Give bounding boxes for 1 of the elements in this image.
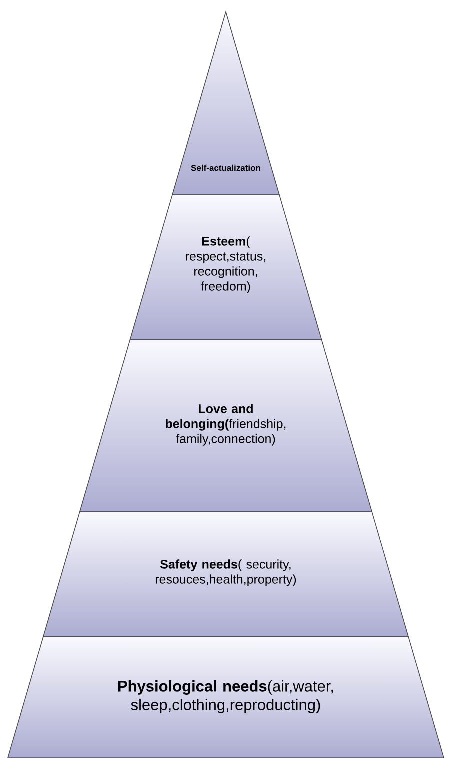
pyramid-layer: Esteem( respect,status,recognition,freedom) [130, 194, 322, 340]
